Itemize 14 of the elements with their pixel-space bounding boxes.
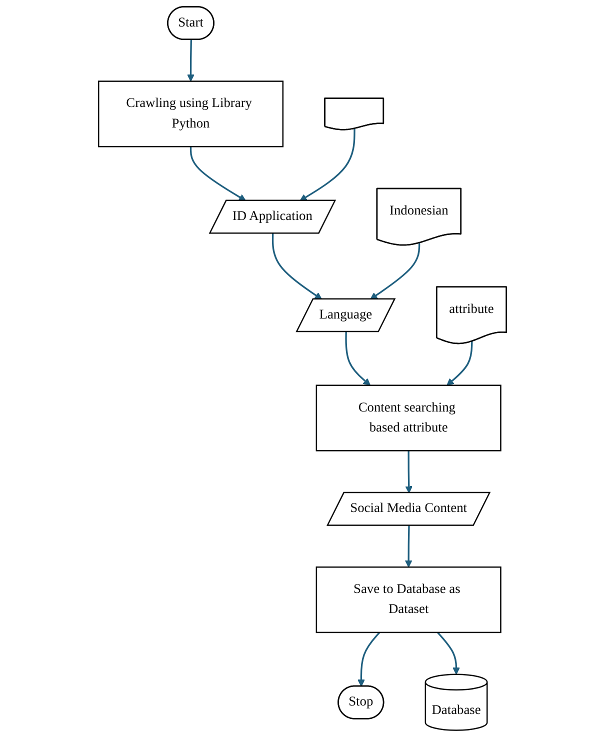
arrow: [190, 146, 246, 202]
arrow: [404, 526, 412, 568]
arrow: [345, 332, 371, 386]
node-box: Crawling using Library Python: [98, 80, 284, 148]
arrow: [358, 632, 380, 687]
arrow: [300, 128, 356, 202]
arrow: [370, 243, 420, 300]
arrow: [437, 632, 460, 675]
node-box: Save to Database as Dataset: [316, 566, 502, 634]
node-box: Content searching based attribute: [316, 384, 502, 452]
arrow: [405, 450, 413, 494]
arrow: [272, 234, 322, 300]
arrow: [187, 40, 194, 82]
arrow: [446, 342, 473, 386]
